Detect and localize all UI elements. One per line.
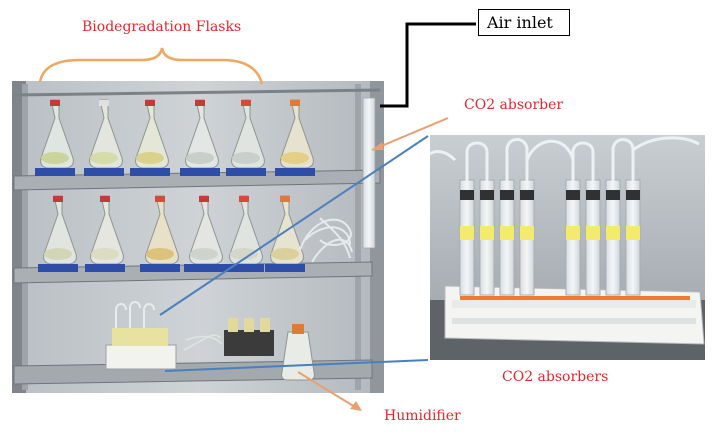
air-inlet-line [380,22,476,108]
flask-row-top [35,99,315,176]
absorber-photo [429,135,705,360]
humidifier-label: Humidifier [384,408,461,424]
connector-line-top [159,135,429,316]
co2-absorber-arrow [371,117,449,151]
air-inlet-box: Air inlet [478,9,570,36]
co2-absorbers-label: CO2 absorbers [502,369,609,385]
bottom-shelf-equipment [105,301,315,381]
biodegradation-flasks-label: Biodegradation Flasks [82,19,242,35]
absorber-tubes [459,179,641,296]
absorber-tubing [429,136,700,182]
humidifier-arrow [297,371,361,411]
tubing-coil [299,217,353,263]
air-inlet-label: Air inlet [487,13,553,32]
flask-row-middle [38,195,305,272]
rack-photo [12,22,476,393]
co2-absorber-label: CO2 absorber [464,97,564,113]
flasks-bracket [38,47,264,85]
connector-line-bottom [164,359,429,372]
